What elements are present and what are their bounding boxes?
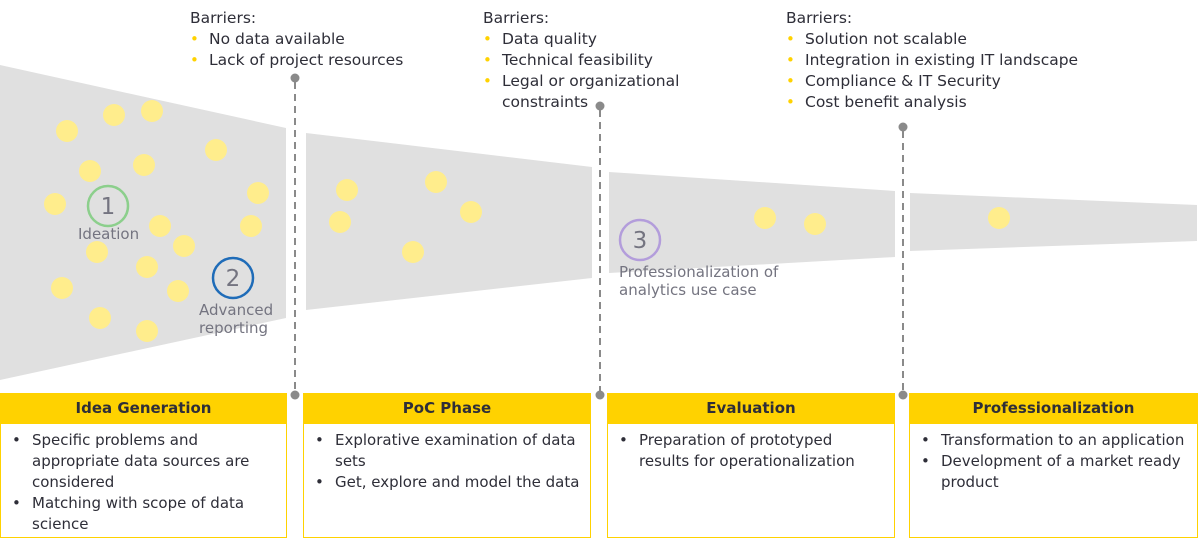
phase-body-poc-phase: Explorative examination of data sets Get… xyxy=(303,424,591,538)
idea-dot xyxy=(89,307,111,329)
phase-item: Explorative examination of data sets xyxy=(312,430,582,472)
marker-1: 1 xyxy=(86,184,130,228)
evaluation-dots xyxy=(754,207,826,235)
marker-2-number: 2 xyxy=(226,266,241,292)
idea-dot xyxy=(79,160,101,182)
idea-dot xyxy=(51,277,73,299)
barrier-item: No data available xyxy=(190,29,450,50)
connector-3-top-dot xyxy=(898,122,908,132)
phase-item: Development of a market ready product xyxy=(918,451,1189,493)
phase-header-idea-generation: Idea Generation xyxy=(0,393,287,424)
marker-3-label: Professionalization of analytics use cas… xyxy=(619,263,779,299)
phase-item: Transformation to an application xyxy=(918,430,1189,451)
marker-3: 3 xyxy=(618,218,662,262)
marker-2: 2 xyxy=(211,256,255,300)
phase-item: Preparation of prototyped results for op… xyxy=(616,430,886,472)
poc-dot xyxy=(425,171,447,193)
marker-3-ring xyxy=(618,218,662,262)
marker-2-label: Advanced reporting xyxy=(199,301,274,337)
idea-dot xyxy=(141,100,163,122)
idea-dot xyxy=(133,154,155,176)
barriers-block-2: Barriers: Data quality Technical feasibi… xyxy=(483,8,708,113)
funnel-segment-poc-phase xyxy=(306,133,592,310)
connector-3-bottom-dot xyxy=(898,390,908,400)
phase-item: Specific problems and appropriate data s… xyxy=(9,430,278,493)
poc-dot xyxy=(460,201,482,223)
phase-header-poc-phase: PoC Phase xyxy=(303,393,591,424)
barrier-item: Cost benefit analysis xyxy=(786,92,1126,113)
poc-dot xyxy=(329,211,351,233)
barrier-item: Integration in existing IT landscape xyxy=(786,50,1126,71)
barrier-item: Technical feasibility xyxy=(483,50,708,71)
phase-list: Specific problems and appropriate data s… xyxy=(9,430,278,535)
idea-dot xyxy=(240,215,262,237)
barriers-title: Barriers: xyxy=(786,9,853,27)
evaluation-dot xyxy=(804,213,826,235)
barrier-item: Legal or organizational constraints xyxy=(483,71,708,113)
marker-1-number: 1 xyxy=(101,194,116,220)
poc-dot xyxy=(336,179,358,201)
idea-dot xyxy=(205,139,227,161)
barrier-item: Data quality xyxy=(483,29,708,50)
idea-dot xyxy=(56,120,78,142)
phase-header-professionalization: Professionalization xyxy=(909,393,1198,424)
evaluation-dot xyxy=(754,207,776,229)
idea-dot xyxy=(103,104,125,126)
idea-dots xyxy=(44,100,269,342)
funnel-segment-evaluation xyxy=(609,172,895,273)
idea-dot xyxy=(86,241,108,263)
phase-item: Get, explore and model the data xyxy=(312,472,582,493)
phase-item: Matching with scope of data science xyxy=(9,493,278,535)
idea-dot xyxy=(173,235,195,257)
phase-header-evaluation: Evaluation xyxy=(607,393,895,424)
idea-dot xyxy=(136,256,158,278)
connector-1 xyxy=(290,73,300,400)
idea-dot xyxy=(44,193,66,215)
marker-1-ring xyxy=(86,184,130,228)
barrier-item: Lack of project resources xyxy=(190,50,450,71)
phase-body-evaluation: Preparation of prototyped results for op… xyxy=(607,424,895,538)
idea-dot xyxy=(247,182,269,204)
phase-body-idea-generation: Specific problems and appropriate data s… xyxy=(0,424,287,538)
marker-1-label: Ideation xyxy=(78,225,140,243)
phase-list: Explorative examination of data sets Get… xyxy=(312,430,582,493)
phase-body-professionalization: Transformation to an application Develop… xyxy=(909,424,1198,538)
barriers-block-1: Barriers: No data available Lack of proj… xyxy=(190,8,450,71)
connector-2 xyxy=(595,101,605,400)
connector-3 xyxy=(898,122,908,400)
barriers-list: No data available Lack of project resour… xyxy=(190,29,450,71)
barriers-list: Data quality Technical feasibility Legal… xyxy=(483,29,708,113)
connector-1-top-dot xyxy=(290,73,300,83)
poc-dot xyxy=(402,241,424,263)
poc-dots xyxy=(329,171,482,263)
barriers-list: Solution not scalable Integration in exi… xyxy=(786,29,1126,113)
marker-3-number: 3 xyxy=(633,228,648,254)
idea-dot xyxy=(167,280,189,302)
idea-dot xyxy=(149,215,171,237)
connector-1-bottom-dot xyxy=(290,390,300,400)
barriers-title: Barriers: xyxy=(190,9,257,27)
phase-list: Transformation to an application Develop… xyxy=(918,430,1189,493)
connector-2-bottom-dot xyxy=(595,390,605,400)
marker-2-ring xyxy=(211,256,255,300)
barrier-item: Compliance & IT Security xyxy=(786,71,1126,92)
idea-dot xyxy=(136,320,158,342)
phase-list: Preparation of prototyped results for op… xyxy=(616,430,886,472)
barrier-item: Solution not scalable xyxy=(786,29,1126,50)
barriers-block-3: Barriers: Solution not scalable Integrat… xyxy=(786,8,1126,113)
professionalization-dot xyxy=(988,207,1010,229)
professionalization-dots xyxy=(988,207,1010,229)
funnel-segment-professionalization xyxy=(910,193,1197,251)
barriers-title: Barriers: xyxy=(483,9,550,27)
